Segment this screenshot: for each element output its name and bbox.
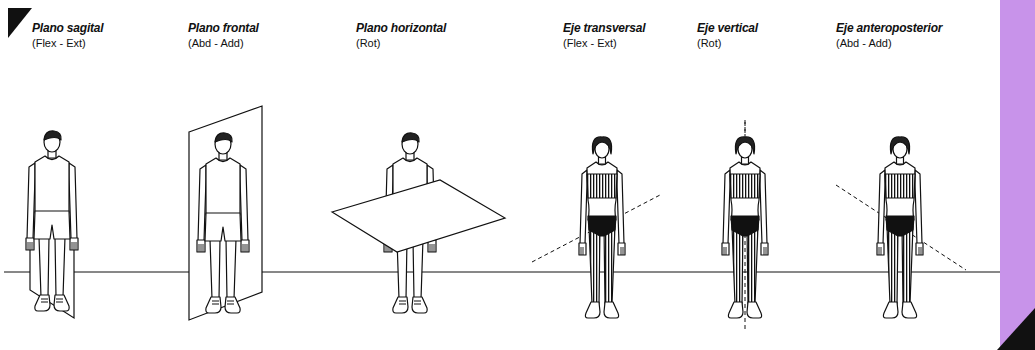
- female-figure: [579, 137, 625, 318]
- female-figure: [722, 137, 768, 318]
- ground-line: [4, 272, 1000, 273]
- movement-note: (Abd - Add): [188, 37, 244, 49]
- plane-title: Eje transversal: [563, 21, 645, 35]
- plane-title: Eje vertical: [697, 21, 758, 35]
- side-bar: [1000, 0, 1035, 350]
- frontal-plane: [189, 106, 262, 320]
- movement-note: (Rot): [356, 37, 380, 49]
- corner-triangle: [997, 308, 1035, 350]
- plane-title: Eje anteroposterior: [836, 21, 942, 35]
- plane-title: Plano frontal: [188, 21, 259, 35]
- male-figure: [197, 133, 249, 313]
- male-figure: [26, 131, 78, 311]
- movement-note: (Flex - Ext): [563, 37, 617, 49]
- plane-title: Plano horizontal: [356, 21, 446, 35]
- movement-note: (Rot): [697, 37, 721, 49]
- vertical-axis: [745, 120, 746, 136]
- plane-title: Plano sagital: [32, 21, 103, 35]
- movement-note: (Flex - Ext): [32, 37, 86, 49]
- corner-triangle: [8, 8, 32, 38]
- female-figure: [877, 137, 923, 318]
- movement-note: (Abd - Add): [836, 37, 892, 49]
- horizontal-plane: [332, 180, 505, 252]
